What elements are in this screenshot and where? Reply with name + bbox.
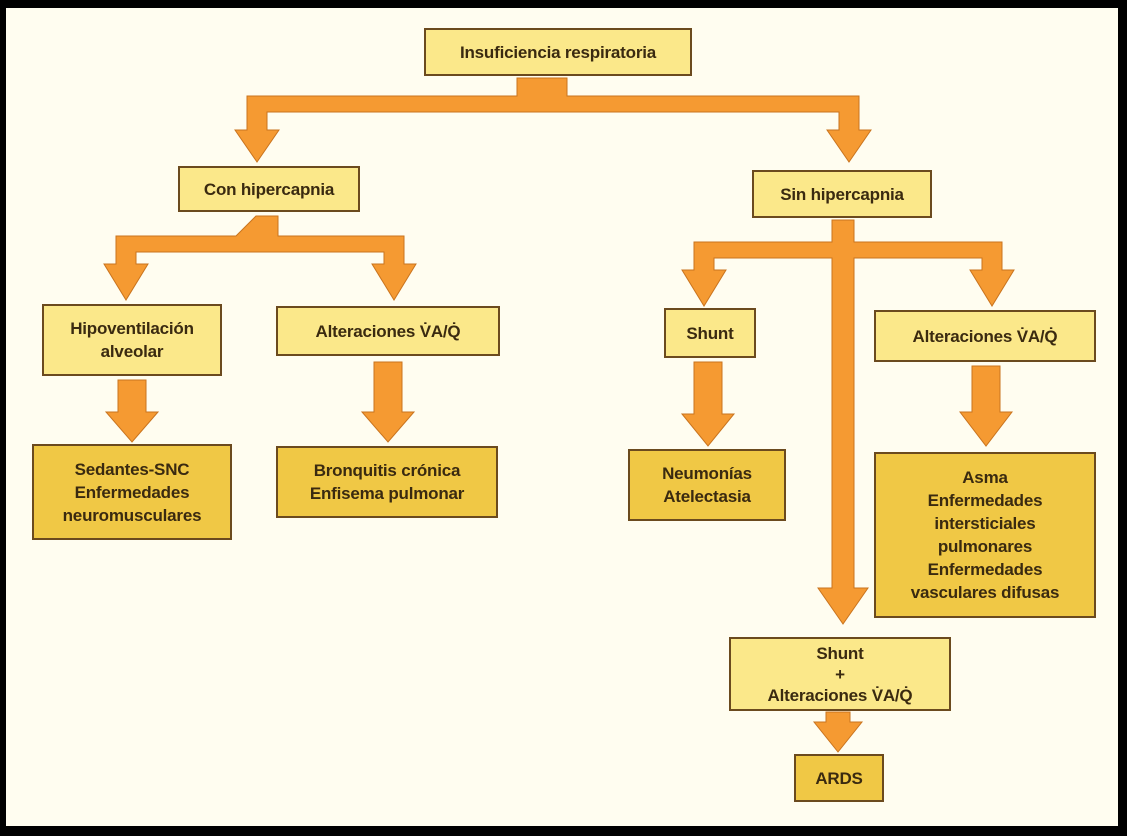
node-root: Insuficiencia respiratoria: [424, 28, 692, 76]
node-con-hipercapnia: Con hipercapnia: [178, 166, 360, 212]
arrow-con-split: [103, 215, 417, 301]
node-alteraciones-right: Alteraciones V̇A/Q̇: [874, 310, 1096, 362]
node-shunt-alteraciones: Shunt + Alteraciones V̇A/Q̇: [729, 637, 951, 711]
node-shunt: Shunt: [664, 308, 756, 358]
arrow-root-split: [234, 77, 872, 163]
node-asma: Asma Enfermedades intersticiales pulmona…: [874, 452, 1096, 618]
node-hipoventilacion: Hipoventilación alveolar: [42, 304, 222, 376]
node-neumonias: Neumonías Atelectasia: [628, 449, 786, 521]
node-sedantes: Sedantes-SNC Enfermedades neuromusculare…: [32, 444, 232, 540]
arrow-shunt-neumonias: [680, 361, 736, 447]
arrow-alt-bronquitis: [360, 361, 416, 443]
node-bronquitis: Bronquitis crónica Enfisema pulmonar: [276, 446, 498, 518]
arrow-sin-split: [681, 219, 1015, 625]
arrow-hipo-sedantes: [104, 379, 160, 443]
node-ards: ARDS: [794, 754, 884, 802]
node-alteraciones-left: Alteraciones V̇A/Q̇: [276, 306, 500, 356]
arrow-alt-asma: [958, 365, 1014, 447]
arrow-shuntalt-ards: [812, 711, 864, 753]
node-sin-hipercapnia: Sin hipercapnia: [752, 170, 932, 218]
